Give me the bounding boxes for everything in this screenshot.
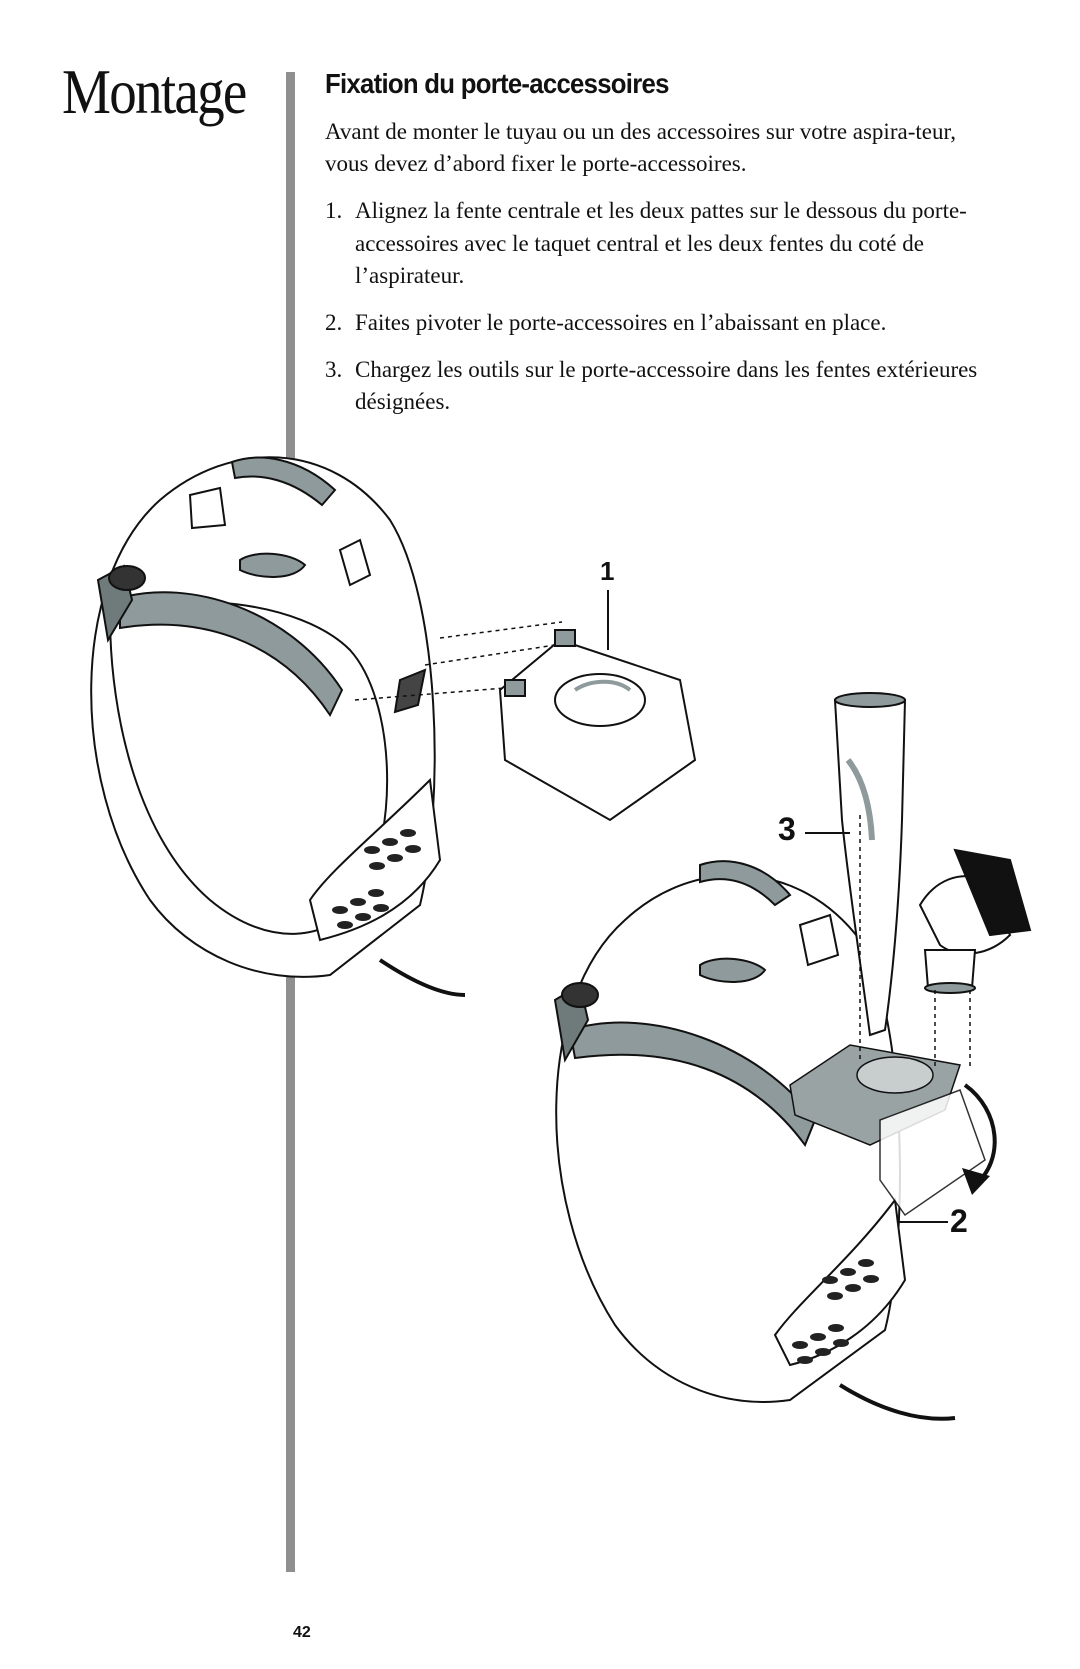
vacuum-bottom-vents [792, 1259, 879, 1364]
page-number: 42 [293, 1624, 311, 1641]
vacuum-top [90, 456, 442, 978]
callout-2-label: 2 [950, 1203, 968, 1239]
step-item: 2. Faites pivoter le porte-accessoires e… [325, 307, 1005, 340]
step-item: 3. Chargez les outils sur le porte-acces… [325, 354, 1005, 419]
accessory-holder-top [498, 629, 697, 822]
text-column: Fixation du porte-accessoires Avant de m… [325, 64, 1005, 433]
accessory-holder-bottom [789, 1044, 986, 1217]
section-title: Montage [62, 56, 247, 127]
alignment-guides-top [354, 621, 563, 701]
callout-1-label: 1 [600, 556, 614, 586]
power-cord-bottom [838, 1383, 956, 1421]
step-text: Alignez la fente centrale et les deux pa… [355, 198, 967, 289]
steps-list: 1. Alignez la fente centrale et les deux… [325, 195, 1005, 419]
step-number: 1. [325, 198, 343, 224]
callout-3-label: 3 [778, 811, 796, 847]
step-text: Faites pivoter le porte-accessoires en l… [355, 310, 887, 336]
tool-guides-bottom [859, 815, 971, 1070]
step-number: 2. [325, 310, 343, 336]
power-cord-top [378, 958, 466, 997]
intro-paragraph: Avant de monter le tuyau ou un des acces… [325, 118, 956, 177]
step-item: 1. Alignez la fente centrale et les deux… [325, 195, 1005, 293]
vacuum-bottom [553, 860, 907, 1403]
pivot-arrowhead [962, 1168, 990, 1195]
crevice-tool [833, 692, 907, 1037]
step-number: 3. [325, 356, 343, 382]
vacuum-top-vents [332, 829, 421, 929]
page-heading: Fixation du porte-accessoires [325, 68, 669, 99]
dusting-brush [918, 848, 1032, 994]
step-text: Chargez les outils sur le porte-accessoi… [355, 356, 978, 415]
